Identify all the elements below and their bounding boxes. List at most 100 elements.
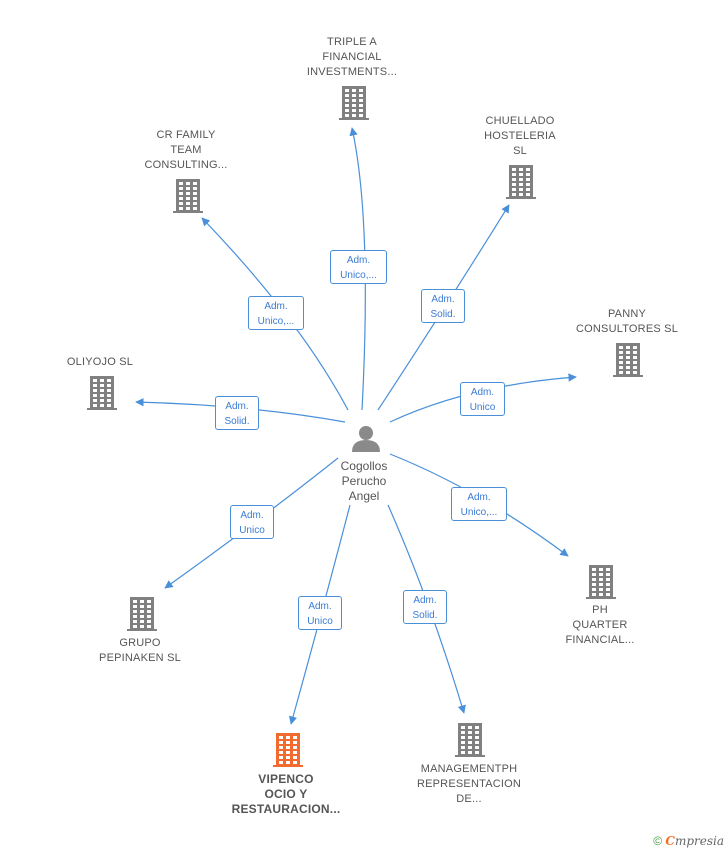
panny-building-window [619,366,623,369]
company-label-chuellado[interactable]: CHUELLADO HOSTELERIA SL [484,115,556,157]
person-body [352,440,380,452]
ph-quarter-building-window [606,578,610,581]
panny-building-window [626,356,630,359]
relation-badge-triple-a: Adm. Unico,... [330,250,387,284]
triple-a-building-window [345,94,349,97]
panny-building-window [626,371,630,374]
copyright-symbol: © [653,834,663,848]
company-label-grupo-pepinaken[interactable]: GRUPO PEPINAKEN SL [99,637,181,664]
oliyojo-building-window [93,379,97,382]
grupo-pepinaken-building-window [147,620,151,623]
grupo-pepinaken-building-base [127,629,157,631]
grupo-pepinaken-building-window [140,625,144,628]
oliyojo-building-window [107,389,111,392]
ph-quarter-building-window [592,573,596,576]
grupo-pepinaken-building-window [133,605,137,608]
ph-quarter-building-window [599,568,603,571]
cr-family-building-window [179,182,183,185]
managementph-building-window [461,731,465,734]
vipenco-building-window [279,741,283,744]
company-label-ph-quarter[interactable]: PH QUARTER FINANCIAL... [565,604,635,646]
company-label-triple-a[interactable]: TRIPLE A FINANCIAL INVESTMENTS... [306,36,398,78]
ph-quarter-building-window [592,578,596,581]
cr-family-building-window [193,207,197,210]
ph-quarter-building-icon[interactable] [586,565,616,599]
managementph-building-window [461,726,465,729]
person-head [359,426,373,440]
company-label-oliyojo[interactable]: OLIYOJO SL [66,356,134,368]
managementph-building-window [468,736,472,739]
relation-badge-grupo-pepinaken: Adm. Unico [230,505,274,539]
oliyojo-building-window [100,389,104,392]
brand-logo[interactable]: Cmpresia [665,834,724,848]
company-label-vipenco[interactable]: VIPENCO OCIO Y RESTAURACION... [231,772,341,816]
panny-building-icon[interactable] [613,343,643,377]
panny-building-window [633,371,637,374]
oliyojo-building-icon[interactable] [87,376,117,410]
managementph-building-window [468,741,472,744]
edge-triple-a [349,127,366,411]
center-person-label[interactable]: Cogollos Perucho Angel [340,459,388,503]
triple-a-building-window [352,104,356,107]
oliyojo-building-window [93,399,97,402]
cr-family-building-window [186,197,190,200]
managementph-building-window [468,731,472,734]
chuellado-building-window [526,183,530,186]
chuellado-building-window [519,168,523,171]
managementph-building-window [475,746,479,749]
ph-quarter-building-window [606,573,610,576]
vipenco-building-window [279,756,283,759]
managementph-building-window [468,746,472,749]
company-label-panny[interactable]: PANNY CONSULTORES SL [575,308,679,335]
cr-family-building-window [186,187,190,190]
cr-family-building-window [186,207,190,210]
company-label-managementph[interactable]: MANAGEMENTPH REPRESENTACION DE... [416,763,522,805]
oliyojo-building-window [107,384,111,387]
chuellado-building-window [512,178,516,181]
grupo-pepinaken-building-window [147,605,151,608]
panny-building-window [619,351,623,354]
ph-quarter-building-window [599,583,603,586]
ph-quarter-building-window [599,588,603,591]
cr-family-building-icon[interactable] [173,179,203,213]
grupo-pepinaken-building-window [147,600,151,603]
grupo-pepinaken-building-window [140,620,144,623]
brand-initial: C [665,834,675,848]
panny-building-window [619,346,623,349]
grupo-pepinaken-building-window [147,610,151,613]
relation-badge-ph-quarter: Adm. Unico,... [451,487,507,521]
oliyojo-building-window [93,394,97,397]
vipenco-building-window [279,751,283,754]
ph-quarter-building-window [599,573,603,576]
oliyojo-building-window [93,389,97,392]
grupo-pepinaken-building-icon[interactable] [127,597,157,631]
panny-building-window [626,351,630,354]
vipenco-building-icon[interactable] [273,733,303,767]
cr-family-building-window [179,197,183,200]
chuellado-building-window [526,188,530,191]
managementph-building-window [475,726,479,729]
chuellado-building-window [512,173,516,176]
managementph-building-window [461,736,465,739]
managementph-building-icon[interactable] [455,723,485,757]
chuellado-building-window [519,178,523,181]
chuellado-building-base [506,197,536,199]
cr-family-building-window [179,192,183,195]
triple-a-building-window [359,109,363,112]
person-icon[interactable] [352,426,380,452]
chuellado-building-window [519,193,523,196]
vipenco-building-window [286,761,290,764]
oliyojo-building-window [93,404,97,407]
managementph-building-window [475,731,479,734]
panny-building-window [626,346,630,349]
chuellado-building-icon[interactable] [506,165,536,199]
ph-quarter-building-window [606,593,610,596]
grupo-pepinaken-building-window [147,615,151,618]
ph-quarter-building-window [592,583,596,586]
oliyojo-building-window [100,404,104,407]
grupo-pepinaken-building-window [133,600,137,603]
triple-a-building-window [345,109,349,112]
company-label-cr-family[interactable]: CR FAMILY TEAM CONSULTING... [144,129,228,171]
triple-a-building-icon[interactable] [339,86,369,120]
